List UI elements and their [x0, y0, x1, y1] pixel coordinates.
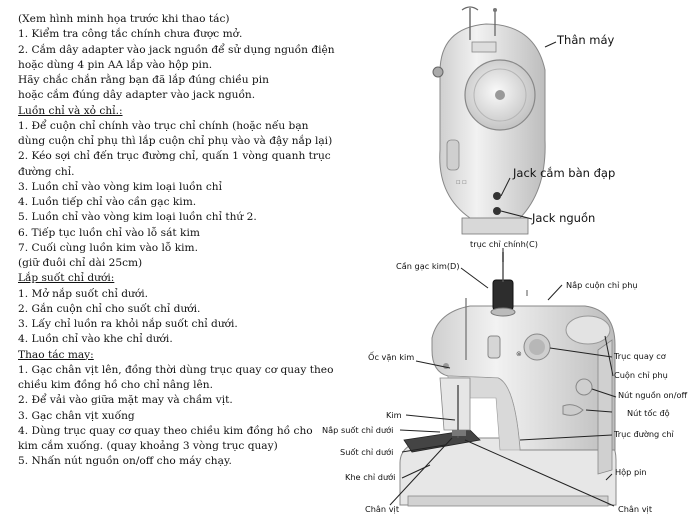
instruction-line: đường chỉ.: [18, 165, 75, 178]
instruction-line: 6. Tiếp tục luồn chỉ vào lỗ sát kim: [18, 226, 200, 239]
instruction-line: 7. Cuối cùng luồn kim vào lỗ kim.: [18, 241, 198, 254]
instruction-line: 2. Cắm dây adapter vào jack nguồn để sử …: [18, 43, 335, 56]
section-heading: Luồn chỉ và xỏ chỉ.:: [18, 104, 123, 117]
label-nap-cuon-chi-phu: Nắp cuộn chỉ phụ: [566, 280, 638, 290]
label-cuon-chi-phu: Cuộn chỉ phụ: [614, 370, 668, 380]
instruction-line: 4. Dùng trục quay cơ quay theo chiều kim…: [18, 424, 313, 437]
instruction-line: 3. Lấy chỉ luồn ra khỏi nắp suốt chỉ dướ…: [18, 318, 238, 330]
instruction-line: Hãy chắc chắn rằng bạn đã lắp đúng chiều…: [18, 74, 269, 86]
instruction-line: 1. Để cuộn chỉ chính vào trục chỉ chính …: [18, 119, 309, 132]
instruction-line: (giữ đuôi chỉ dài 25cm): [18, 257, 143, 269]
label-chan-vit-right: Chân vịt: [618, 504, 653, 514]
instruction-line: 1. Mở nắp suốt chỉ dưới.: [18, 287, 148, 300]
instruction-line: 4. Luồn chỉ vào khe chỉ dưới.: [18, 333, 173, 346]
instruction-line: 2. Gắn cuộn chỉ cho suốt chỉ dưới.: [18, 302, 201, 315]
svg-text:⊗: ⊗: [516, 350, 522, 358]
instruction-text: (Xem hình minh họa trước khi thao tác) 1.…: [18, 12, 366, 470]
front-view-machine: ⊗: [399, 252, 617, 507]
label-nap-suot-chi-duoi: Nắp suốt chỉ dưới: [322, 425, 394, 435]
label-jack-ban-dap: Jack cắm bàn đạp: [513, 166, 616, 180]
instruction-line: 1. Kiểm tra công tắc chính chưa được mở.: [18, 28, 243, 41]
instruction-line: 2. Kéo sợi chỉ đến trục đường chỉ, quấn …: [18, 150, 331, 163]
front-view-leader-lines: [389, 248, 617, 507]
instruction-line: 5. Luồn chỉ vào vòng kim loại luồn chỉ t…: [18, 211, 257, 224]
instruction-line: dùng cuộn chỉ phụ thì lắp cuộn chỉ phụ v…: [18, 135, 333, 147]
instruction-line: 5. Nhấn nút nguồn on/off cho máy chạy.: [18, 455, 232, 468]
side-view-machine: ☐ ☐: [432, 6, 557, 235]
instruction-line: hoặc dùng 4 pin AA lắp vào hộp pin.: [18, 58, 213, 71]
instruction-line: (Xem hình minh họa trước khi thao tác): [18, 13, 230, 25]
instruction-line: chiều kim đồng hồ cho chỉ nâng lên.: [18, 379, 213, 391]
label-can-gac-kim: Cần gạc kim(D): [396, 261, 460, 271]
instruction-line: 2. Để vải vào giữa mặt may và chầm vịt.: [18, 394, 233, 407]
label-chan-vit-left: Chân vịt: [365, 504, 400, 514]
label-nut-nguon: Nút nguồn on/off: [618, 390, 688, 400]
label-oc-van-kim: Ốc vặn kim: [368, 352, 415, 362]
instruction-line: 4. Luồn tiếp chỉ vào cần gạc kim.: [18, 196, 197, 208]
label-jack-nguon: Jack nguồn: [532, 211, 596, 225]
label-hop-pin: Hộp pin: [615, 467, 647, 477]
label-than-may: Thân máy: [557, 33, 615, 47]
label-nut-toc-do: Nút tốc độ: [627, 408, 670, 418]
label-suot-chi-duoi: Suốt chỉ dưới: [340, 447, 394, 457]
svg-text:☐ ☐: ☐ ☐: [456, 180, 467, 186]
label-truc-chi-chinh: trục chỉ chính(C): [470, 239, 538, 249]
label-khe-chi-duoi: Khe chỉ dưới: [345, 472, 396, 482]
instruction-line: 1. Gạc chân vịt lên, đồng thời dùng trục…: [18, 363, 334, 376]
instruction-line: 3. Gạc chân vịt xuống: [18, 409, 135, 422]
section-heading: Thao tác may:: [18, 348, 94, 361]
instruction-line: kim cắm xuống. (quay khoảng 3 vòng trục …: [18, 440, 278, 452]
label-truc-quay-co: Trục quay cơ: [614, 351, 666, 361]
section-heading: Lắp suốt chỉ dưới:: [18, 272, 115, 285]
label-truc-duong-chi: Trục đường chỉ: [614, 429, 674, 439]
instruction-line: 3. Luồn chỉ vào vòng kim loại luồn chỉ: [18, 180, 222, 193]
label-kim: Kim: [386, 410, 402, 420]
instruction-line: hoặc cắm đúng dây adapter vào jack nguồn…: [18, 89, 256, 102]
